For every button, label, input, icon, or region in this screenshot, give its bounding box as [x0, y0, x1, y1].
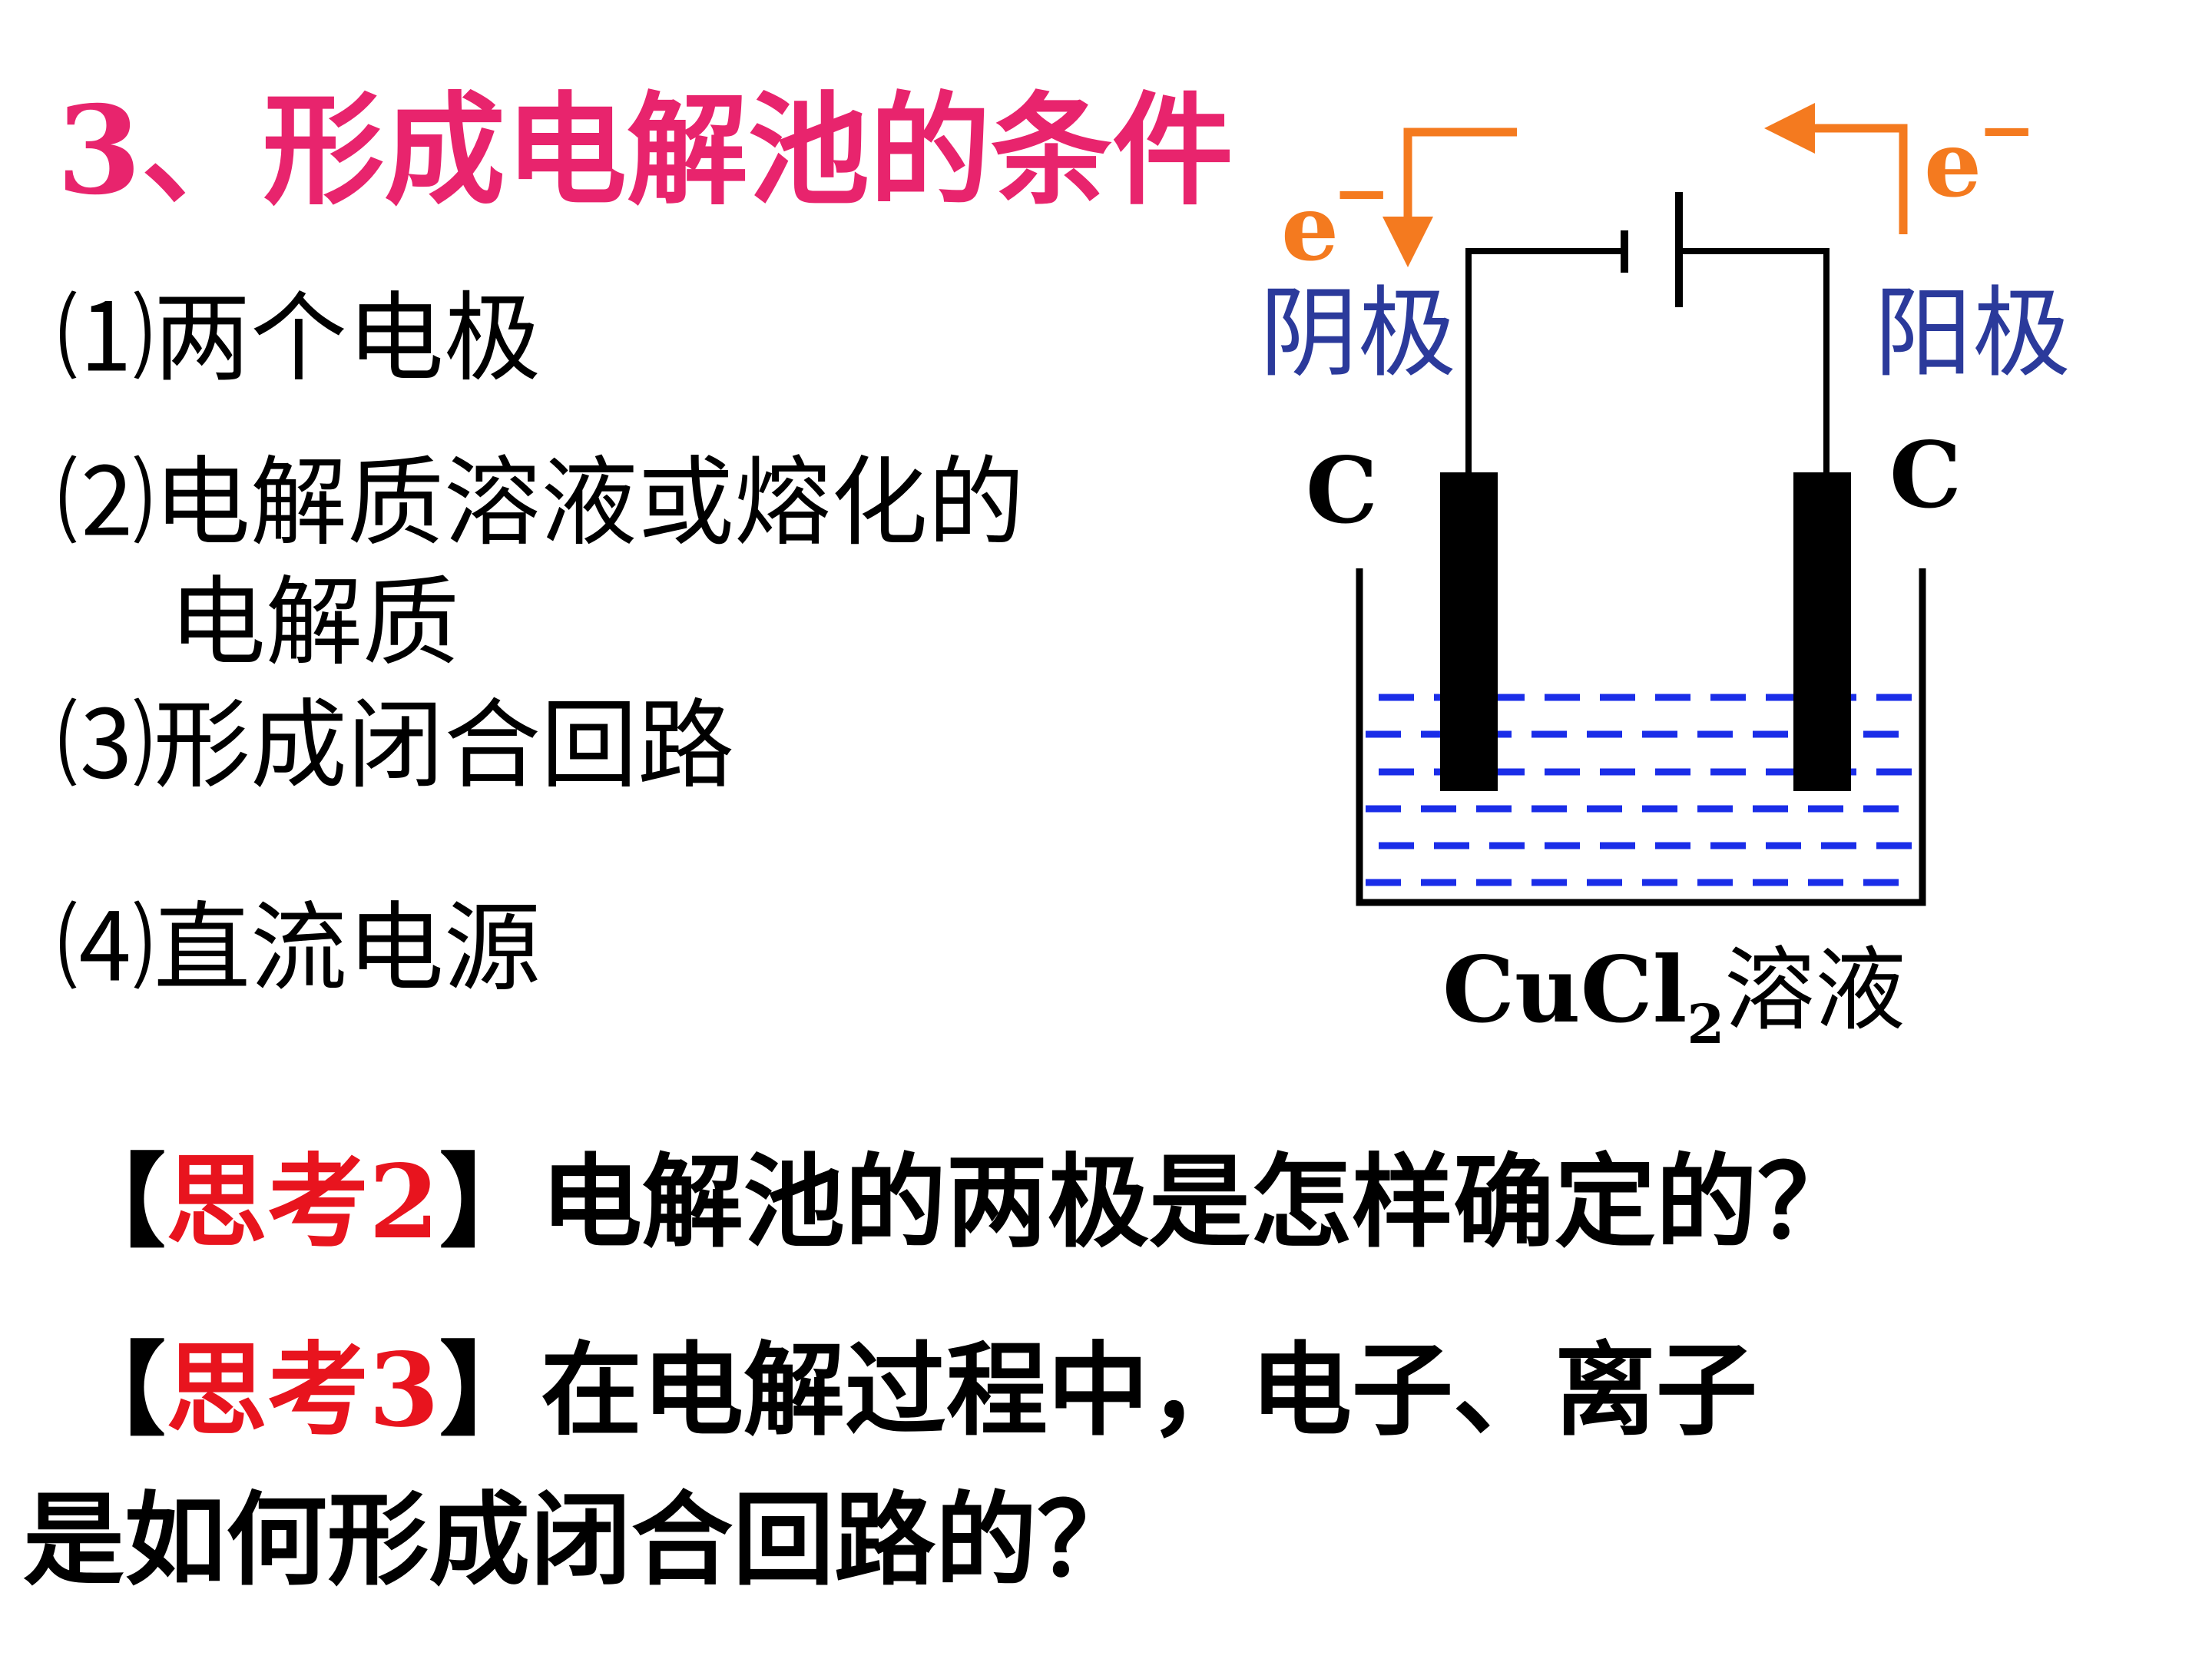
bracket-close: 】 — [439, 1143, 541, 1262]
question-3-tag: 思考3 — [166, 1331, 439, 1450]
electron-arrow-left — [1382, 127, 1517, 267]
bracket-open: 【 — [65, 1143, 166, 1262]
beaker — [1356, 568, 1926, 906]
left-electrode-label: C — [1306, 437, 1378, 544]
bracket-open: 【 — [65, 1331, 166, 1450]
wire-right — [1679, 248, 1830, 476]
question-2-text: 电解池的两极是怎样确定的？ — [540, 1143, 1859, 1262]
solution-subscript: 2 — [1687, 992, 1724, 1056]
question-3-continued: 是如何形成闭合回路的？ — [23, 1481, 1138, 1600]
electron-left-charge: − — [1333, 152, 1390, 233]
solution-word: 溶液 — [1724, 937, 1906, 1043]
electrode-right — [1793, 472, 1851, 791]
cathode-label: 阴极 — [1260, 276, 1456, 391]
condition-2-continued: 电解质 — [169, 566, 459, 679]
question-3-text-line1: 在电解过程中，电子、离子 — [540, 1331, 1757, 1450]
question-2: 【思考2】电解池的两极是怎样确定的？ — [65, 1152, 1859, 1253]
electron-left-label: e — [1281, 174, 1339, 281]
electron-arrow-right — [1764, 103, 1908, 234]
question-2-tag: 思考2 — [166, 1143, 439, 1262]
condition-4: ⑷直流电源 — [57, 892, 541, 1005]
condition-1: ⑴两个电极 — [57, 282, 541, 395]
anode-label: 阳极 — [1874, 276, 2071, 391]
slide-title: 3、形成电解池的条件 — [57, 80, 1233, 222]
solution-label: CuCl2溶液 — [1442, 936, 1906, 1056]
condition-3: ⑶形成闭合回路 — [57, 689, 734, 802]
bracket-close: 】 — [439, 1331, 541, 1450]
electrode-left — [1440, 472, 1498, 791]
wire-left — [1465, 248, 1624, 476]
question-3: 【思考3】在电解过程中，电子、离子 — [65, 1340, 1757, 1442]
right-electrode-label: C — [1889, 422, 1962, 528]
solution-formula: CuCl — [1442, 936, 1687, 1043]
condition-2: ⑵电解质溶液或熔化的 — [57, 446, 1025, 559]
electron-right-label: e — [1924, 111, 1982, 217]
electron-right-charge: − — [1978, 89, 2035, 171]
